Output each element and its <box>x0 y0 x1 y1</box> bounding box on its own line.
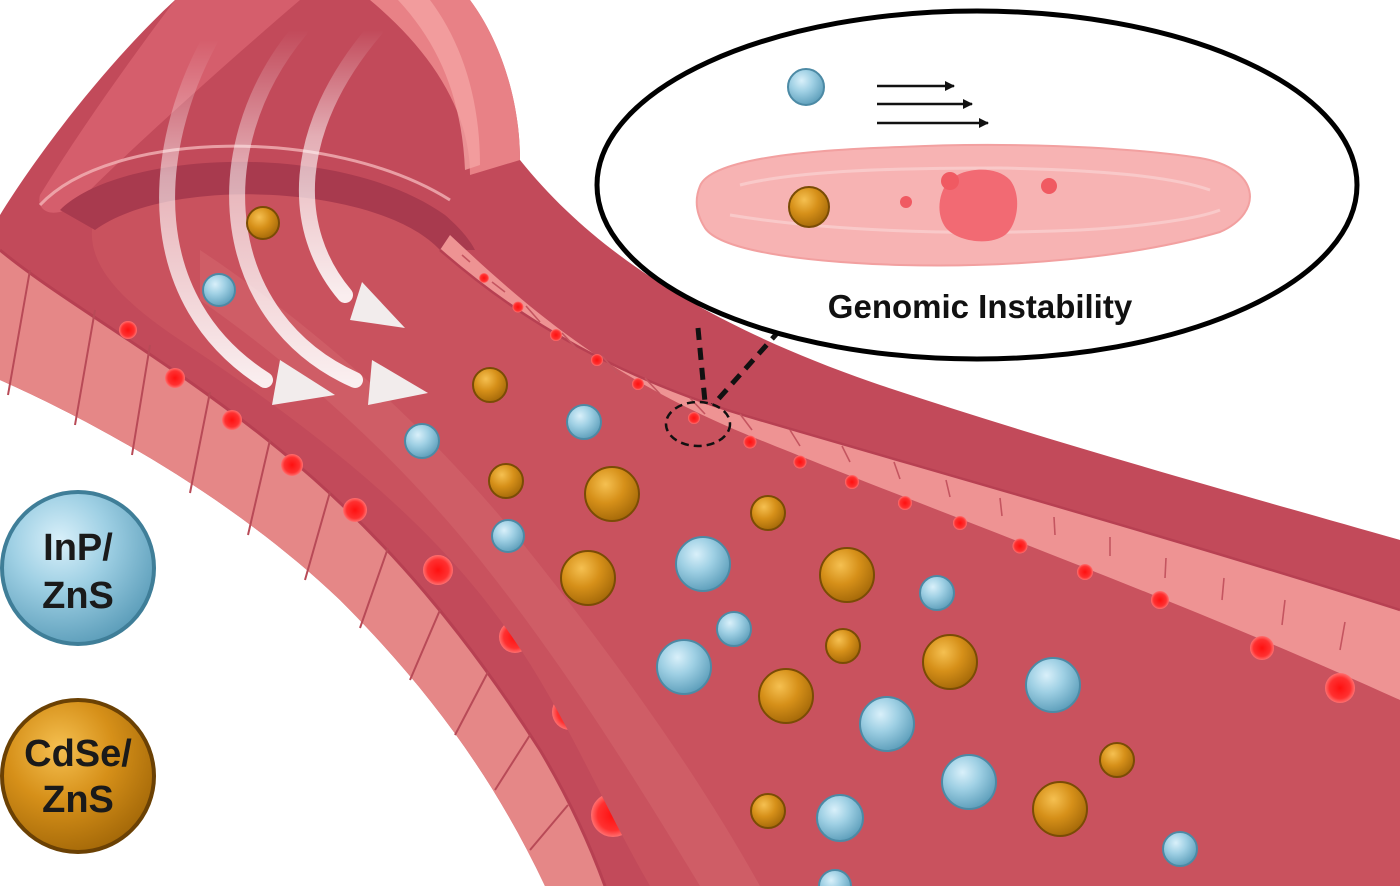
zoom-target-ring <box>664 400 732 448</box>
inp-zns-particle <box>202 273 236 307</box>
legend-inp-zns: InP/ ZnS <box>0 490 156 646</box>
cdse-zns-particle <box>819 547 875 603</box>
inp-zns-particle <box>716 611 752 647</box>
cdse-zns-particle <box>1032 781 1088 837</box>
legend: InP/ ZnS CdSe/ ZnS <box>0 490 156 854</box>
cdse-zns-particle <box>472 367 508 403</box>
inp-zns-particle <box>1162 831 1198 867</box>
callout-title: Genomic Instability <box>828 288 1133 325</box>
inp-zns-particle <box>1025 657 1081 713</box>
cdse-zns-particle <box>1099 742 1135 778</box>
flow-arrowhead <box>272 360 335 405</box>
cell-icon <box>695 143 1251 267</box>
cdse-zns-particle <box>584 466 640 522</box>
inp-zns-particle <box>941 754 997 810</box>
cdse-zns-particle <box>825 628 861 664</box>
cdse-zns-particle <box>788 186 830 228</box>
inp-zns-particle <box>787 68 825 106</box>
inp-zns-particle <box>816 794 864 842</box>
legend-cdse-zns: CdSe/ ZnS <box>0 698 156 854</box>
inp-zns-particle <box>404 423 440 459</box>
inp-zns-particle <box>818 869 852 886</box>
legend-gold-swatch <box>0 698 156 854</box>
vessel-lumen <box>91 171 1400 886</box>
inp-zns-particle <box>675 536 731 592</box>
inp-zns-particle <box>566 404 602 440</box>
cdse-zns-particle <box>922 634 978 690</box>
nucleus-icon <box>939 169 1018 242</box>
cdse-zns-particle <box>488 463 524 499</box>
callout-connector <box>664 327 782 448</box>
micronucleus-icon <box>1041 178 1057 194</box>
legend-blue-label-line1: InP/ <box>43 527 113 569</box>
inp-zns-particle <box>491 519 525 553</box>
motion-arrows <box>877 81 989 128</box>
cdse-zns-particle <box>758 668 814 724</box>
legend-blue-label-line2: ZnS <box>42 575 114 617</box>
micronucleus-icon <box>941 172 959 190</box>
flow-arrowhead <box>368 360 428 405</box>
legend-blue-swatch <box>0 490 156 646</box>
cdse-zns-particle <box>750 495 786 531</box>
cdse-zns-particle <box>560 550 616 606</box>
nanoparticles <box>202 206 1198 886</box>
cdse-zns-particle <box>246 206 280 240</box>
legend-gold-label-line1: CdSe/ <box>24 733 132 775</box>
legend-gold-label-line2: ZnS <box>42 779 114 821</box>
blood-flow-arrows <box>159 22 428 405</box>
inp-zns-particle <box>656 639 712 695</box>
upper-wall-nuclei <box>479 273 1355 703</box>
genomic-instability-callout: Genomic Instability <box>594 8 1360 362</box>
cdse-zns-particle <box>750 793 786 829</box>
flow-arrowhead <box>350 282 405 328</box>
inp-zns-particle <box>859 696 915 752</box>
micronucleus-icon <box>900 196 912 208</box>
inp-zns-particle <box>919 575 955 611</box>
lower-vessel-wall <box>0 250 605 886</box>
